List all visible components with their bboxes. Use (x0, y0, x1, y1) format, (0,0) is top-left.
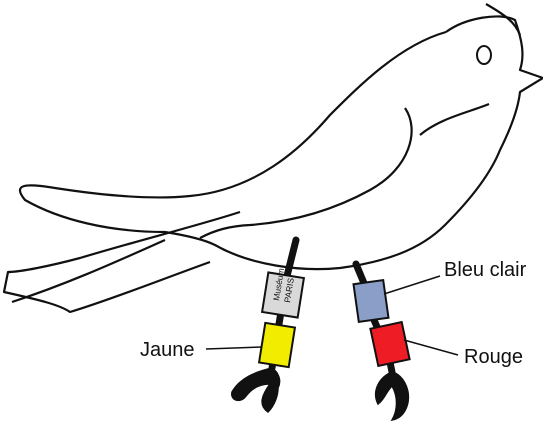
left-foot (231, 367, 281, 413)
red-ring (369, 320, 411, 368)
right-leg (352, 260, 411, 422)
metal-ring (260, 271, 306, 319)
bleu-clair-leader-line (383, 275, 441, 295)
label-rouge: Rouge (464, 346, 523, 368)
bird-tail (2, 210, 241, 314)
metal-ring-text-line2: PARIS (282, 277, 296, 303)
rouge-leader-line (403, 339, 459, 356)
jaune-leader-line (205, 346, 263, 350)
label-bleu-clair: Bleu clair (444, 259, 527, 281)
right-foot (374, 371, 410, 422)
eye-icon (476, 45, 492, 65)
label-jaune: Jaune (140, 339, 195, 361)
bird-wing (199, 107, 413, 239)
yellow-ring (257, 321, 297, 369)
left-leg: Muséum PARIS (231, 236, 306, 413)
bird-body (18, 3, 543, 271)
light-blue-ring (352, 278, 390, 324)
